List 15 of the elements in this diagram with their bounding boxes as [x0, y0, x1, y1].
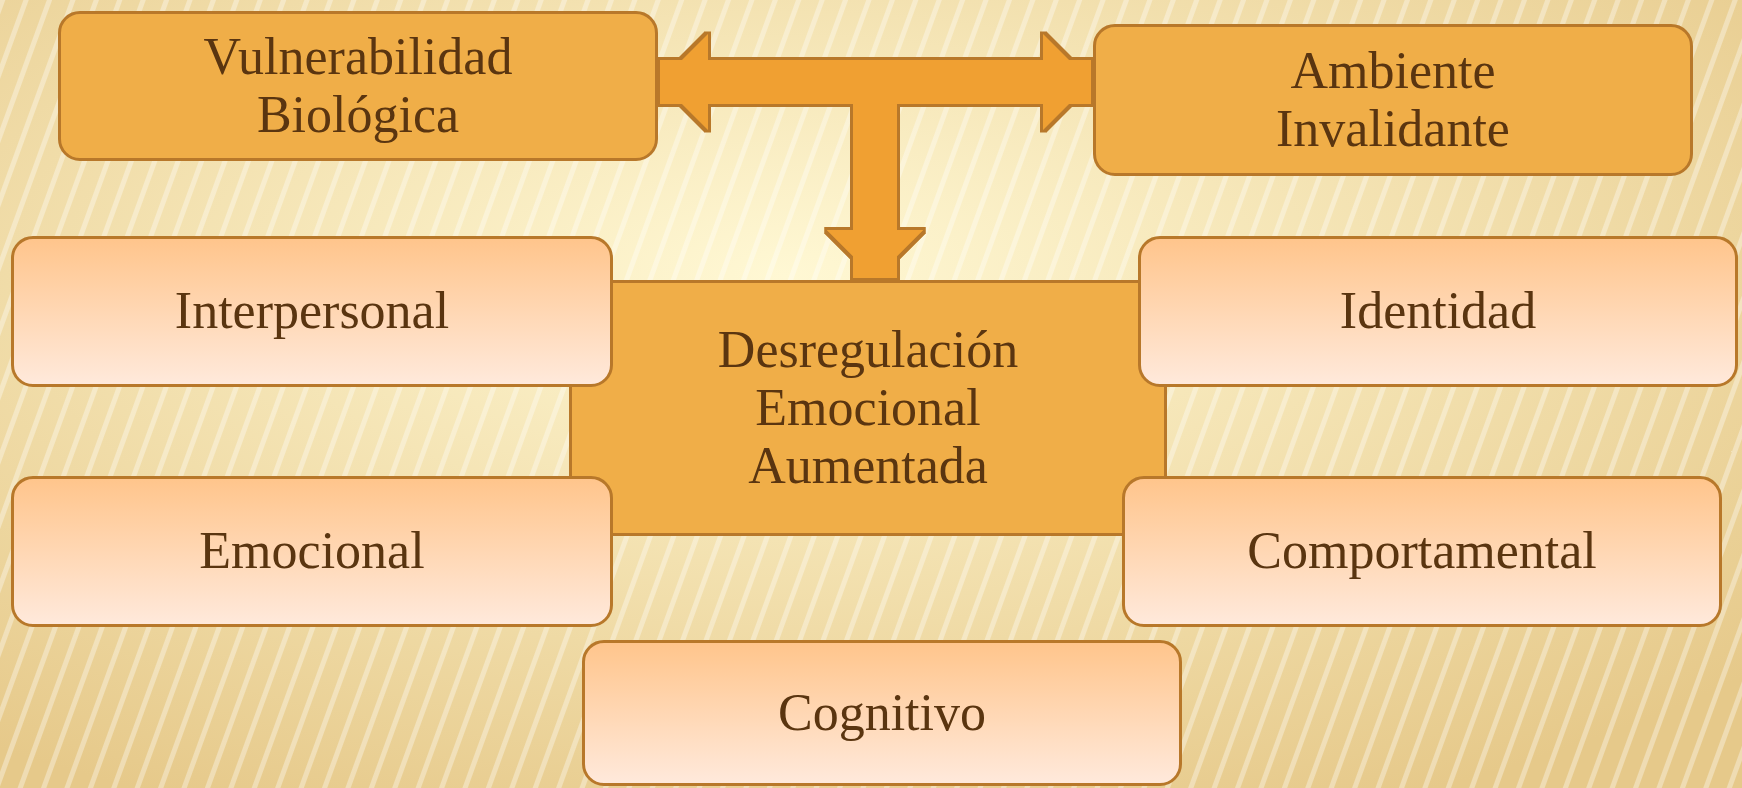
box-label: Vulnerabilidad Biológica [202, 27, 514, 145]
text-box [582, 640, 1182, 786]
text-box [1122, 476, 1722, 627]
box-label: Emocional [198, 522, 426, 581]
box-label: Identidad [1338, 282, 1538, 341]
box-label: Comportamental [1246, 522, 1598, 581]
text-box [1093, 24, 1693, 176]
box-label: Cognitivo [777, 683, 987, 743]
text-box [1138, 236, 1738, 387]
box-label: Desregulación Emocional Aumentada [716, 320, 1020, 496]
text-box [58, 11, 658, 161]
box-label: Interpersonal [173, 282, 451, 341]
text-box [11, 236, 613, 387]
text-box [11, 476, 613, 627]
box-label: Ambiente Invalidante [1275, 41, 1511, 159]
